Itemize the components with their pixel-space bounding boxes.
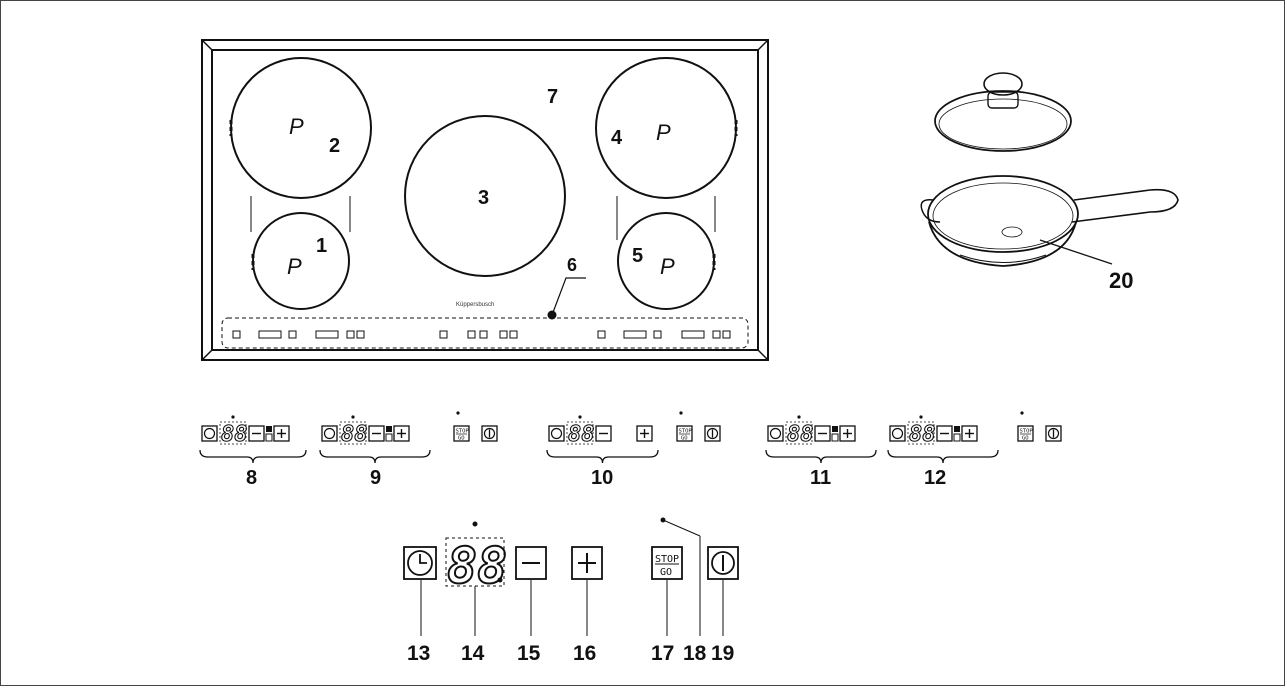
display-digits: 88 xyxy=(909,422,936,447)
label-13: 13 xyxy=(407,642,430,665)
timer-icon xyxy=(201,425,218,442)
go-text: GO xyxy=(681,436,688,442)
go-text: GO xyxy=(1022,436,1029,442)
power-icon xyxy=(707,546,739,580)
display-digits: 88 xyxy=(568,422,595,447)
mini-controls xyxy=(232,330,731,339)
control-group-9: 889 xyxy=(319,415,431,489)
minus-icon xyxy=(814,425,831,442)
power-icon xyxy=(1045,425,1062,442)
display-icon: 88 xyxy=(907,415,936,448)
label-12: 12 xyxy=(924,467,946,489)
stop-text: STOP xyxy=(655,554,679,565)
minus-icon xyxy=(595,425,612,442)
group-brace xyxy=(199,449,307,464)
label-7: 7 xyxy=(547,86,558,108)
plus-icon xyxy=(839,425,856,442)
label-2: 2 xyxy=(329,135,340,157)
label-6: 6 xyxy=(567,255,577,275)
plus-icon xyxy=(393,425,410,442)
label-4: 4 xyxy=(611,127,623,149)
timer-icon xyxy=(403,546,437,580)
zone-2-symbol: P xyxy=(289,114,304,139)
stop-text: STOP xyxy=(1020,429,1034,435)
label-8: 8 xyxy=(246,467,257,489)
display-digits: 88 xyxy=(221,422,248,447)
zone-1-symbol: P xyxy=(287,254,302,279)
label-16: 16 xyxy=(573,642,596,665)
control-group-10: 88 10 xyxy=(546,415,659,489)
level-indicator-icon xyxy=(385,426,393,442)
zone-3 xyxy=(404,115,566,277)
label-19: 19 xyxy=(711,642,734,665)
plus-icon xyxy=(571,546,603,580)
timer-icon xyxy=(889,425,906,442)
stop-text: STOP xyxy=(679,429,693,435)
timer-icon xyxy=(321,425,338,442)
label-17: 17 xyxy=(651,642,674,665)
go-text: GO xyxy=(458,436,465,442)
power-icon xyxy=(481,425,498,442)
label-15: 15 xyxy=(517,642,541,665)
enlarged-controls: 88 STOP GO xyxy=(403,517,739,665)
display-digits: 88 xyxy=(341,422,368,447)
label-10: 10 xyxy=(591,467,613,489)
level-indicator-icon xyxy=(953,426,961,442)
display-icon: 88 xyxy=(785,415,814,448)
label-3: 3 xyxy=(478,187,489,209)
plus-icon xyxy=(961,425,978,442)
timer-icon xyxy=(767,425,784,442)
control-group-11: 88 11 xyxy=(765,415,877,489)
group-brace xyxy=(319,449,431,464)
timer-icon xyxy=(548,425,565,442)
group-brace xyxy=(765,449,877,464)
minus-icon xyxy=(368,425,385,442)
minus-icon xyxy=(248,425,265,442)
level-indicator-icon xyxy=(831,426,839,442)
display-digits: 88 xyxy=(447,537,507,595)
cooktop: P P P P 2 1 3 4 5 7 6 Küppersbusch xyxy=(201,39,769,361)
zone-4-symbol: P xyxy=(656,120,671,145)
label-20: 20 xyxy=(1109,268,1133,293)
display-digits: 88 xyxy=(787,422,814,447)
brand-logo: Küppersbusch xyxy=(456,302,494,308)
group-brace xyxy=(887,449,999,464)
stop-go-icon: STOP GO xyxy=(651,546,683,580)
zone-5-symbol: P xyxy=(660,254,675,279)
group-brace xyxy=(546,449,659,464)
display-icon: 88 xyxy=(339,415,368,448)
label-1: 1 xyxy=(316,235,327,257)
control-group-12: 88 12 xyxy=(887,415,999,489)
plus-icon xyxy=(273,425,290,442)
label-9: 9 xyxy=(370,467,381,489)
level-indicator-icon xyxy=(265,426,273,442)
plus-icon xyxy=(636,425,653,442)
go-text: GO xyxy=(660,567,672,578)
display-icon: 88 xyxy=(445,521,508,596)
display-icon: 88 xyxy=(566,415,595,448)
label-5: 5 xyxy=(632,245,643,267)
cookware: 20 xyxy=(920,72,1179,293)
label-14: 14 xyxy=(461,642,485,665)
label-11: 11 xyxy=(810,467,831,489)
stop-text: STOP xyxy=(456,429,470,435)
control-group-8: 888 xyxy=(199,415,307,489)
minus-icon xyxy=(515,546,547,580)
control-panel-area xyxy=(221,317,749,349)
display-icon: 88 xyxy=(219,415,248,448)
power-icon xyxy=(704,425,721,442)
label-18: 18 xyxy=(683,642,707,665)
minus-icon xyxy=(936,425,953,442)
